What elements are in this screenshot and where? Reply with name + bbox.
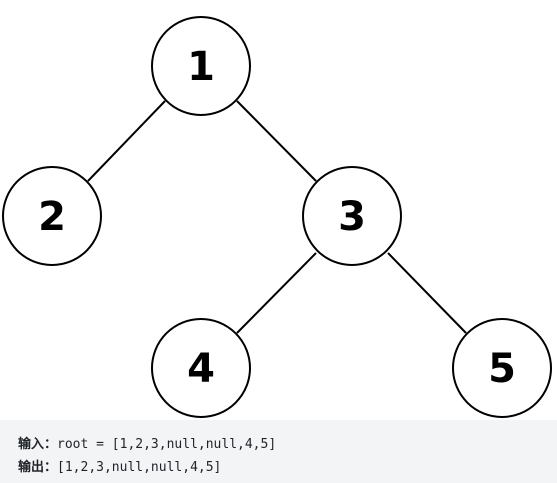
node-label: 3 xyxy=(338,194,366,240)
tree-node-5: 5 xyxy=(452,318,552,418)
tree-node-2: 2 xyxy=(2,166,102,266)
input-value: root = [1,2,3,null,null,4,5] xyxy=(57,437,277,452)
node-label: 5 xyxy=(488,346,516,392)
tree-node-1: 1 xyxy=(151,16,251,116)
example-code-block: 输入：root = [1,2,3,null,null,4,5] 输出：[1,2,… xyxy=(0,420,557,483)
input-label: 输入： xyxy=(18,437,58,452)
tree-node-3: 3 xyxy=(302,166,402,266)
node-circle xyxy=(452,318,552,418)
input-line: 输入：root = [1,2,3,null,null,4,5] xyxy=(18,433,557,456)
tree-nodes: 1 2 3 4 5 xyxy=(2,16,552,418)
node-circle xyxy=(2,166,102,266)
node-circle xyxy=(151,318,251,418)
tree-edges xyxy=(87,100,467,334)
output-label: 输出： xyxy=(18,460,58,475)
node-label: 4 xyxy=(187,346,215,392)
binary-tree-diagram: 1 2 3 4 5 xyxy=(2,16,552,418)
node-label: 1 xyxy=(187,44,215,90)
edge-3-5 xyxy=(387,252,467,334)
edge-1-2 xyxy=(87,100,166,182)
output-line: 输出：[1,2,3,null,null,4,5] xyxy=(18,456,557,479)
node-circle xyxy=(151,16,251,116)
node-label: 2 xyxy=(38,194,66,240)
edge-1-3 xyxy=(236,100,317,182)
tree-node-4: 4 xyxy=(151,318,251,418)
output-value: [1,2,3,null,null,4,5] xyxy=(57,460,222,475)
edge-3-4 xyxy=(236,252,317,334)
node-circle xyxy=(302,166,402,266)
